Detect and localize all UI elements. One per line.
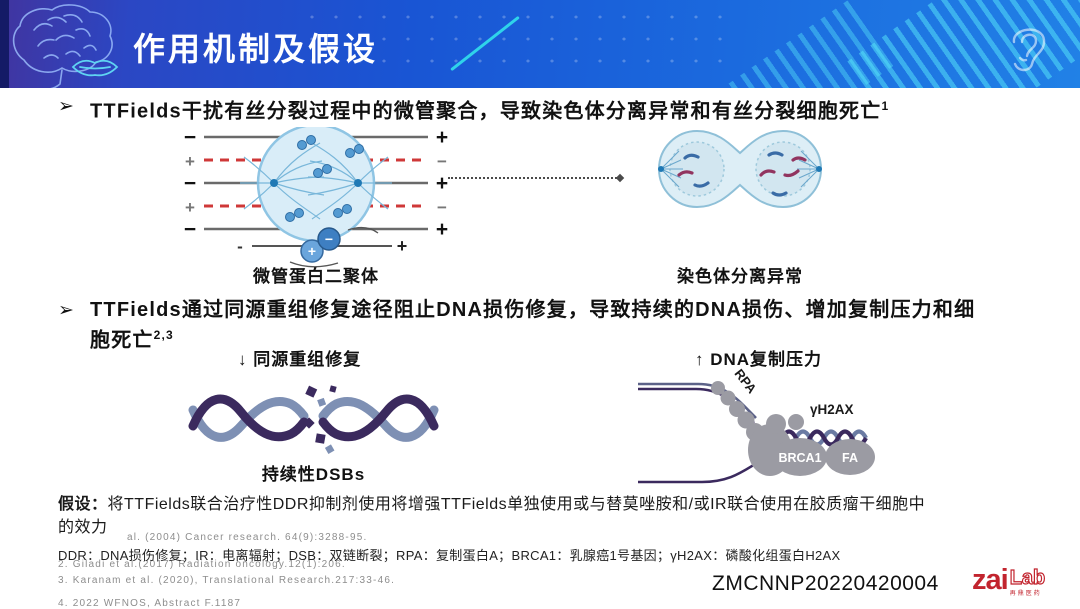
dna-fragment [324,444,335,454]
rotation-arrow [289,261,339,268]
charge-sign: - [237,237,243,256]
lips-icon [71,59,119,77]
bullet-2-text: TTFields通过同源重组修复途径阻止DNA损伤修复，导致持续的DNA损伤、增… [90,299,976,352]
header-dark-edge [0,0,9,88]
charge-sign: + [436,172,448,195]
charge-sign: − [184,172,196,195]
reference-3: 3. Karanam et al. (2020), Translational … [58,575,396,586]
charge-sign: − [437,198,447,217]
rotation-arrow [347,226,379,234]
chromosome [683,153,700,160]
reference-2: 2. Giladi et al.(2017) Radiation oncolog… [58,559,346,570]
chromosome [791,156,807,162]
charge-sign: − [437,152,447,171]
brca1-label: BRCA1 [778,451,821,465]
bullet-1-marker: ➢ [58,96,76,117]
segregation-figure [657,129,823,209]
h2ax-ball [788,414,804,430]
chromosome [767,151,784,157]
chromosome [677,170,694,177]
charge-sign: + [185,152,195,171]
replication-stress-label: ↑ DNA复制压力 [695,350,823,369]
hr-repair-label: ↓ 同源重组修复 [238,350,362,369]
dna-strand-slate [318,397,439,442]
dna-strand-slate [188,397,309,442]
document-code: ZMCNNP20220420004 [712,572,939,595]
hypothesis-prefix: 假设： [58,496,108,513]
charge-sign: − [325,231,333,247]
aster-pole [816,166,822,172]
dna-strand-purple [638,456,767,484]
dna-fragment [305,385,318,398]
hypothesis-text: 假设：将TTFields联合治疗性DDR抑制剂使用将增强TTFields单独使用… [58,494,925,543]
dna-fragment [315,433,326,444]
spindle-pole [354,179,362,187]
header-dots-pattern [300,6,730,64]
protein-blob [766,414,786,434]
logo-subtext: 再鼎医药 [1009,591,1042,597]
rpa-label: RPA [731,366,760,397]
charge-sign: + [185,198,195,217]
abbreviations-line: DDR：DNA损伤修复；IR：电离辐射；DSB：双链断裂；RPA：复制蛋白A；B… [58,548,841,563]
brain-icon [12,4,113,88]
reference-1: 1. Kirson et al. (2004) Cancer research.… [58,532,368,543]
bullet-2-marker: ➢ [58,300,76,321]
charge-signs: − + − + − + − + − + [184,127,448,241]
brca1-blob [773,438,827,476]
transition-arrow [448,177,620,179]
h2ax-label: γH2AX [810,402,854,417]
dna-strand-purple [318,394,439,442]
hypothesis-body: 将TTFields联合治疗性DDR抑制剂使用将增强TTFields单独使用或与替… [107,496,926,513]
fa-label: FA [842,451,858,465]
charge-sign: + [308,243,316,259]
mitosis-caption: 微管蛋白二聚体 [253,267,379,286]
fork-figure: RPA γH2AX BRCA1 FA [638,366,875,484]
ear-icon [1012,28,1046,72]
spindle-fibers [240,142,392,220]
tubulin-dimer-figure: - + − + [237,226,408,268]
chromosomes [677,151,807,197]
dna-fragment [329,385,337,393]
tubulin-subunit-plus [300,239,324,263]
bullet-1-text: TTFields干扰有丝分裂过程中的微管聚合，导致染色体分离异常和有丝分裂细胞死… [90,100,882,123]
fa-blob [825,439,875,475]
dsb-caption: 持续性DSBs [261,465,366,484]
hypothesis-line1: 假设：将TTFields联合治疗性DDR抑制剂使用将增强TTFields单独使用… [58,494,925,516]
logo-lab-text: Lab [1009,567,1046,589]
dsb-figure [188,385,439,454]
aster-pole [658,166,664,172]
page-title: 作用机制及假设 [133,31,379,67]
dna-strands [188,394,439,442]
charge-sign: + [436,127,448,149]
tubulin-dimers [285,135,364,222]
chromosome [693,181,710,188]
charge-sign: + [397,236,408,256]
dna-strand-purple [188,394,309,442]
bullet-1: ➢ TTFields干扰有丝分裂过程中的微管聚合，导致染色体分离异常和有丝分裂细胞… [58,94,1018,125]
reference-4: 4. 2022 WFNOS, Abstract F.1187 [58,598,242,609]
chromosome [771,191,788,197]
dna-fragment [317,397,327,407]
header-banner: 作用机制及假设 [0,0,1080,88]
bullet-2-superscript: 2,3 [153,328,174,342]
hypothesis-tail: 的效力 [58,516,122,543]
mitosis-figure: − + − + − + − + − + [184,127,448,243]
zailab-logo: zai Lab 再鼎医药 [972,564,1046,598]
bullet-1-superscript: 1 [881,99,890,113]
bullet-2: ➢ TTFields通过同源重组修复途径阻止DNA损伤修复，导致持续的DNA损伤、… [58,298,988,354]
charge-sign: + [436,218,448,241]
tubulin-subunit-minus [317,227,341,251]
spindle-pole [270,179,278,187]
chromosome [759,169,776,177]
segregation-caption: 染色体分离异常 [677,267,803,286]
chromosome [783,169,800,178]
charge-sign: − [184,127,196,149]
charge-sign: − [184,218,196,241]
aster-fibers [660,150,820,188]
logo-zai-text: zai [972,564,1009,596]
